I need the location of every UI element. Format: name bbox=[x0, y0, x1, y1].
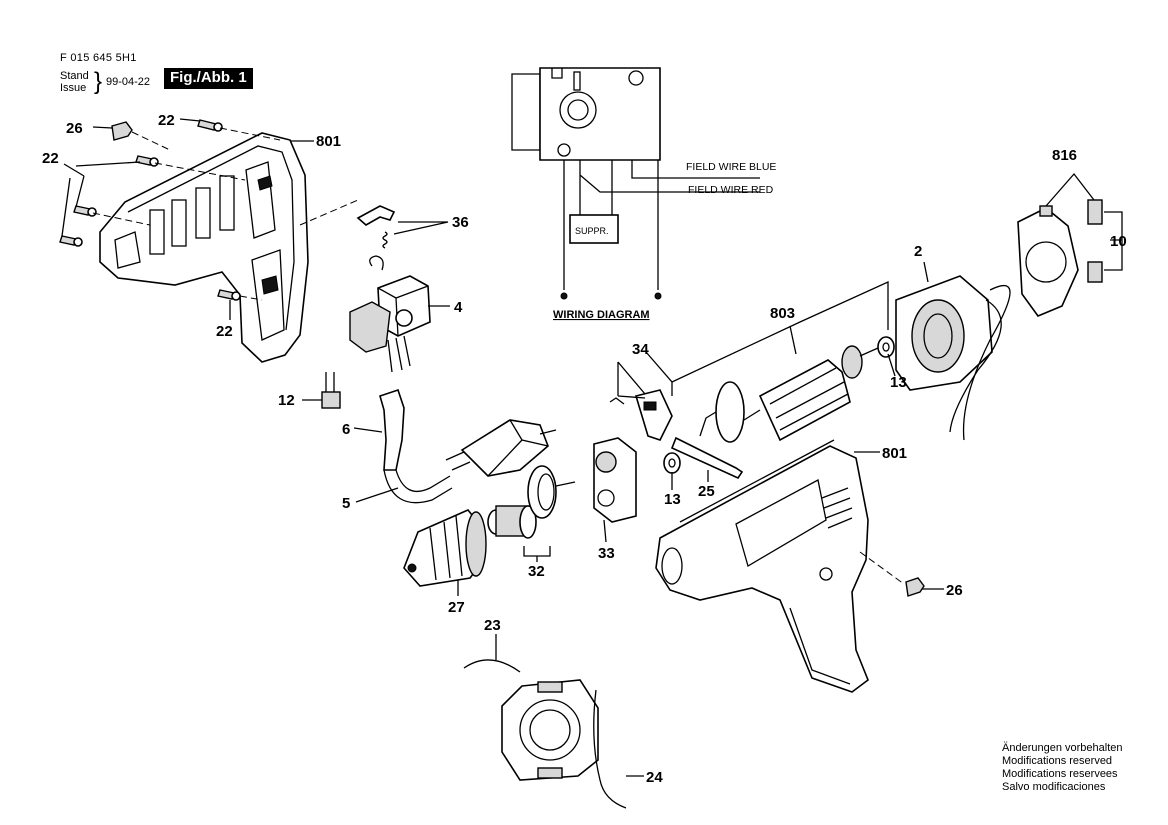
note-line-en: Modifications reserved bbox=[1002, 755, 1113, 767]
brush-holder-part bbox=[609, 389, 673, 441]
callout-13: 13 bbox=[664, 491, 681, 508]
screw-icon bbox=[59, 119, 241, 301]
wiring-diagram: FIELD WIRE BLUE FIELD WIRE RED SUPPR. WI… bbox=[511, 67, 776, 321]
brush-holder-assembly-part bbox=[1017, 205, 1079, 317]
callout-2: 2 bbox=[914, 243, 922, 260]
callout-816: 816 bbox=[1052, 147, 1077, 164]
callout-23: 23 bbox=[484, 617, 501, 634]
callout-24: 24 bbox=[646, 769, 663, 786]
callout-22: 22 bbox=[42, 150, 59, 167]
note-line-de: Änderungen vorbehalten bbox=[1002, 742, 1123, 754]
brace-icon: } bbox=[94, 68, 103, 95]
housing-assembled bbox=[655, 439, 869, 693]
wire-label-red: FIELD WIRE RED bbox=[688, 184, 774, 196]
callout-13: 13 bbox=[890, 374, 907, 391]
housing-half-left bbox=[99, 132, 309, 363]
suppressor-label: SUPPR. bbox=[575, 226, 609, 236]
callout-36: 36 bbox=[452, 214, 469, 231]
wire-label-blue: FIELD WIRE BLUE bbox=[686, 161, 776, 173]
note-line-es: Salvo modificaciones bbox=[1002, 781, 1106, 793]
callout-10: 10 bbox=[1110, 233, 1127, 250]
shaft-key-part bbox=[670, 436, 744, 480]
capacitor-part bbox=[321, 372, 341, 409]
power-plug-part bbox=[445, 419, 557, 477]
issue-label: Issue bbox=[60, 82, 87, 94]
callout-803: 803 bbox=[770, 305, 795, 322]
callout-26: 26 bbox=[946, 582, 963, 599]
note-line-fr: Modifications reservees bbox=[1002, 768, 1118, 780]
callout-32: 32 bbox=[528, 563, 545, 580]
stand-label: Stand bbox=[60, 70, 89, 82]
armature-part bbox=[699, 345, 879, 443]
carbon-brush-part bbox=[1087, 199, 1103, 283]
callout-22: 22 bbox=[158, 112, 175, 129]
callout-801: 801 bbox=[882, 445, 907, 462]
clip-part bbox=[905, 577, 925, 597]
issue-date: 99-04-22 bbox=[106, 76, 151, 88]
callout-34: 34 bbox=[632, 341, 649, 358]
callout-22: 22 bbox=[216, 323, 233, 340]
document-code: F 015 645 5H1 bbox=[60, 52, 137, 64]
figure-label: Fig./Abb. 1 bbox=[164, 68, 253, 89]
field-coil-detail-part bbox=[463, 659, 627, 809]
lever-spring-part bbox=[356, 205, 396, 249]
callout-5: 5 bbox=[342, 495, 350, 512]
gear-shaft-part bbox=[487, 465, 576, 539]
leader-lines bbox=[61, 118, 1123, 777]
modification-notes: Änderungen vorbehalten Modifications res… bbox=[1002, 742, 1122, 794]
chuck-part bbox=[403, 509, 487, 587]
callout-25: 25 bbox=[698, 483, 715, 500]
callout-6: 6 bbox=[342, 421, 350, 438]
bearing-plate-part bbox=[593, 437, 637, 523]
field-coil-part bbox=[895, 275, 1011, 441]
callout-27: 27 bbox=[448, 599, 465, 616]
callout-33: 33 bbox=[598, 545, 615, 562]
callout-12: 12 bbox=[278, 392, 295, 409]
callout-4: 4 bbox=[454, 299, 463, 316]
wiring-diagram-title: WIRING DIAGRAM bbox=[553, 309, 650, 321]
cable-sleeve-part bbox=[379, 388, 453, 504]
switch-part bbox=[349, 255, 431, 373]
clip-part bbox=[111, 121, 133, 141]
callout-801: 801 bbox=[316, 133, 341, 150]
callout-26: 26 bbox=[66, 120, 83, 137]
